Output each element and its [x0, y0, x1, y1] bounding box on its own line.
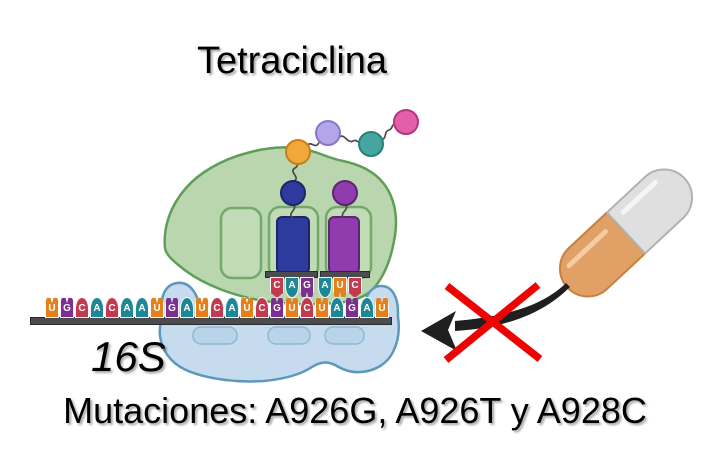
mrna-nucleotide-C: C — [210, 297, 224, 318]
anticodon-nucleotide-C: C — [348, 277, 362, 298]
mrna-nucleotide-A: A — [90, 297, 104, 318]
linker-teal-to-pink — [380, 123, 397, 141]
amino-acid-blue — [280, 180, 306, 206]
red-x-icon — [443, 282, 543, 363]
small-subunit-slot-2 — [267, 326, 311, 345]
anticodon-nucleotide-C: C — [270, 277, 284, 298]
p-site-trna-body — [276, 216, 310, 274]
title-tetraciclina: Tetraciclina — [196, 40, 388, 82]
anticodon-nucleotide-A: A — [285, 277, 299, 298]
label-16s-rrna: 16S — [91, 333, 166, 380]
mrna-nucleotide-U: U — [285, 297, 299, 318]
mrna-nucleotide-C: C — [255, 297, 269, 318]
red-x-stroke-2 — [443, 282, 541, 363]
small-subunit-slot-1 — [192, 326, 238, 345]
anticodon-nucleotide-G: G — [300, 277, 314, 298]
mrna-nucleotide-A: A — [180, 297, 194, 318]
mrna-nucleotide-C: C — [105, 297, 119, 318]
arrow-head — [421, 311, 457, 351]
amino-acid-purple — [332, 180, 358, 206]
small-subunit-slot-3 — [324, 326, 365, 345]
pill-white-half — [605, 168, 694, 255]
mrna-backbone-bar — [30, 317, 392, 325]
e-site-slot — [219, 206, 263, 280]
amino-acid-teal — [358, 131, 384, 157]
linker-trna-to-purple — [341, 204, 348, 219]
mrna-nucleotide-G: G — [60, 297, 74, 318]
mrna-nucleotide-A: A — [135, 297, 149, 318]
a-site-trna-body — [328, 216, 360, 274]
mrna-nucleotide-U: U — [315, 297, 329, 318]
mrna-nucleotide-A: A — [120, 297, 134, 318]
mrna-nucleotide-C: C — [300, 297, 314, 318]
amino-acid-pink — [393, 109, 419, 135]
amino-acid-orange — [285, 139, 311, 165]
pill-icon — [558, 168, 694, 298]
mutations-caption: Mutaciones: A926G, A926T y A928C — [63, 390, 647, 431]
mrna-nucleotide-A: A — [225, 297, 239, 318]
amino-acid-lavender — [315, 120, 341, 146]
pill-highlight-white — [620, 179, 658, 215]
mrna-nucleotide-A: A — [330, 297, 344, 318]
mrna-nucleotide-G: G — [165, 297, 179, 318]
pill-orange-half — [558, 211, 647, 298]
pill-highlight-orange — [566, 229, 609, 269]
mrna-nucleotide-A: A — [360, 297, 374, 318]
mrna-nucleotide-C: C — [75, 297, 89, 318]
linker-trna-to-blue — [290, 204, 296, 219]
